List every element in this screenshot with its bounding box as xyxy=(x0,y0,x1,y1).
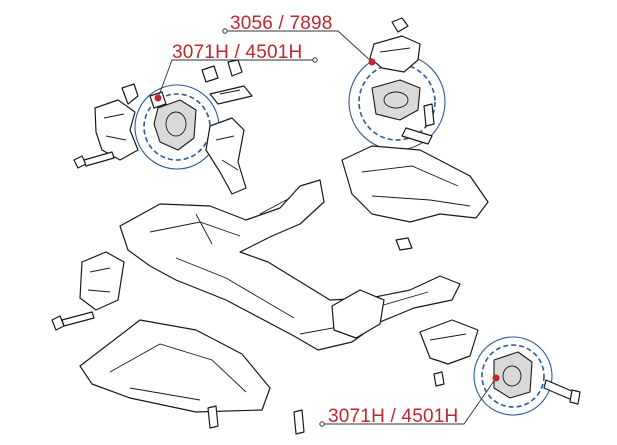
leader-top-right xyxy=(222,28,376,66)
lower-right-mount-arm xyxy=(419,319,479,387)
top-right-engine-mount xyxy=(371,79,435,145)
bottom-right-bolt xyxy=(543,379,581,405)
leader-bottom-right xyxy=(319,374,500,427)
left-engine-mount xyxy=(149,91,197,151)
callout-label-top-left: 3071H / 4501H xyxy=(172,42,303,63)
left-bolt xyxy=(73,151,115,169)
subframe-side-arm-right xyxy=(331,289,385,339)
lower-left-bracket xyxy=(79,251,125,311)
top-right-bracket xyxy=(369,17,421,73)
callout-label-top-right: 3056 / 7898 xyxy=(230,13,333,34)
upper-left-bracket xyxy=(94,83,139,161)
callout-label-bottom-right: 3071H / 4501H xyxy=(328,406,459,427)
left-mount-arm xyxy=(205,117,247,195)
leader-top-left xyxy=(154,57,318,102)
bottom-bolts xyxy=(207,405,305,435)
bottom-right-engine-mount xyxy=(493,351,533,399)
highlight-zone-bottom-right-mount xyxy=(473,336,553,416)
small-clips xyxy=(201,59,253,105)
lower-left-bolt xyxy=(51,311,95,331)
crossmember-bracket xyxy=(341,145,489,251)
bottom-brace-plate xyxy=(79,319,271,413)
